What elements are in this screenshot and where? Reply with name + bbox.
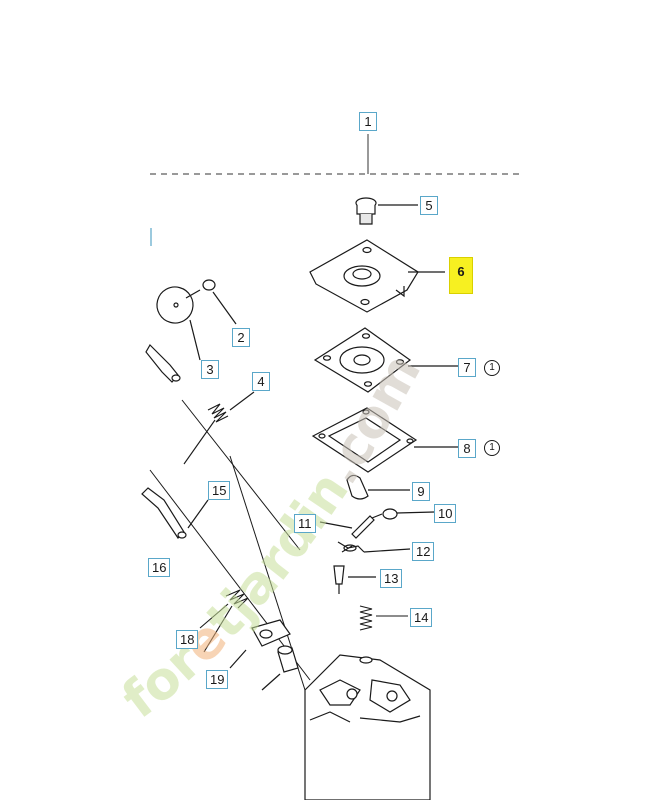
callout-1[interactable]: 1 <box>359 112 377 131</box>
part-6-cover-plate <box>309 239 445 313</box>
callout-14[interactable]: 14 <box>410 608 433 627</box>
callout-3[interactable]: 3 <box>201 360 219 379</box>
callout-15[interactable]: 15 <box>208 481 231 500</box>
callout-5[interactable]: 5 <box>420 196 438 215</box>
callout-13[interactable]: 13 <box>380 569 403 588</box>
throttle-shaft <box>145 344 181 383</box>
part-13-needle <box>333 565 376 594</box>
callout-16[interactable]: 16 <box>148 558 171 577</box>
callout-11[interactable]: 11 <box>294 514 316 533</box>
part-2-screw <box>185 279 237 325</box>
part-18-spring <box>199 589 249 653</box>
callout-12[interactable]: 12 <box>412 542 435 561</box>
part-11-pin <box>319 515 375 539</box>
callout-18[interactable]: 18 <box>176 630 199 649</box>
part-15-choke-shaft <box>141 487 209 539</box>
note-marker-8: 1 <box>484 440 500 456</box>
callout-4[interactable]: 4 <box>252 372 270 391</box>
callout-10[interactable]: 10 <box>434 504 457 523</box>
part-14-spring <box>359 605 408 631</box>
callout-6-highlighted[interactable]: 6 <box>449 257 473 294</box>
note-marker-7: 1 <box>484 360 500 376</box>
callout-9[interactable]: 9 <box>412 482 430 501</box>
callout-19[interactable]: 19 <box>206 670 229 689</box>
part-4-spring <box>183 391 255 465</box>
part-19-washer <box>229 619 299 691</box>
leader-line-body-c <box>181 399 301 551</box>
part-3-throttle-disc <box>156 286 201 361</box>
part-9-cap <box>346 474 410 500</box>
part-10-screw <box>371 508 435 520</box>
part-5-screw <box>355 197 418 225</box>
leader-line-body-b <box>149 469 311 681</box>
part-12-lever <box>337 541 411 553</box>
callout-8[interactable]: 8 <box>458 439 476 458</box>
part-8-gasket <box>311 407 458 473</box>
part-7-diaphragm <box>313 327 458 393</box>
watermark-text: foretjardin.com <box>112 344 433 730</box>
callout-2[interactable]: 2 <box>232 328 250 347</box>
carburetor-body <box>304 654 431 800</box>
callout-7[interactable]: 7 <box>458 358 476 377</box>
